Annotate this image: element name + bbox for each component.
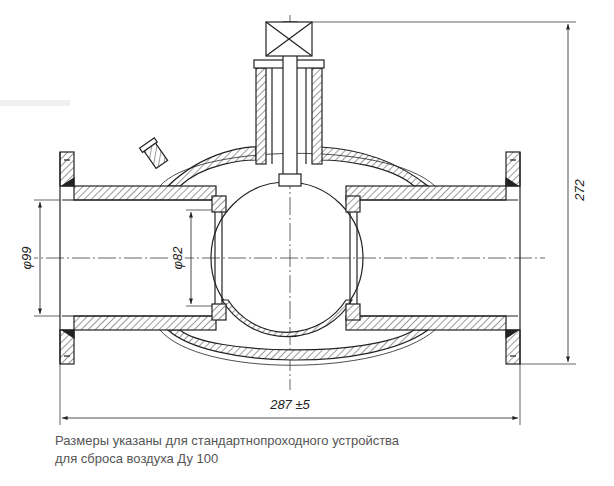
dimension-text: φ99 [20, 245, 34, 272]
dimension-text: φ82 [171, 245, 185, 272]
caption-note: Размеры указаны для стандартнопроходного… [55, 432, 400, 467]
dimension-text: 287 ±5 [268, 398, 312, 412]
dimension-text: 272 [573, 177, 587, 203]
bar [0, 100, 70, 106]
